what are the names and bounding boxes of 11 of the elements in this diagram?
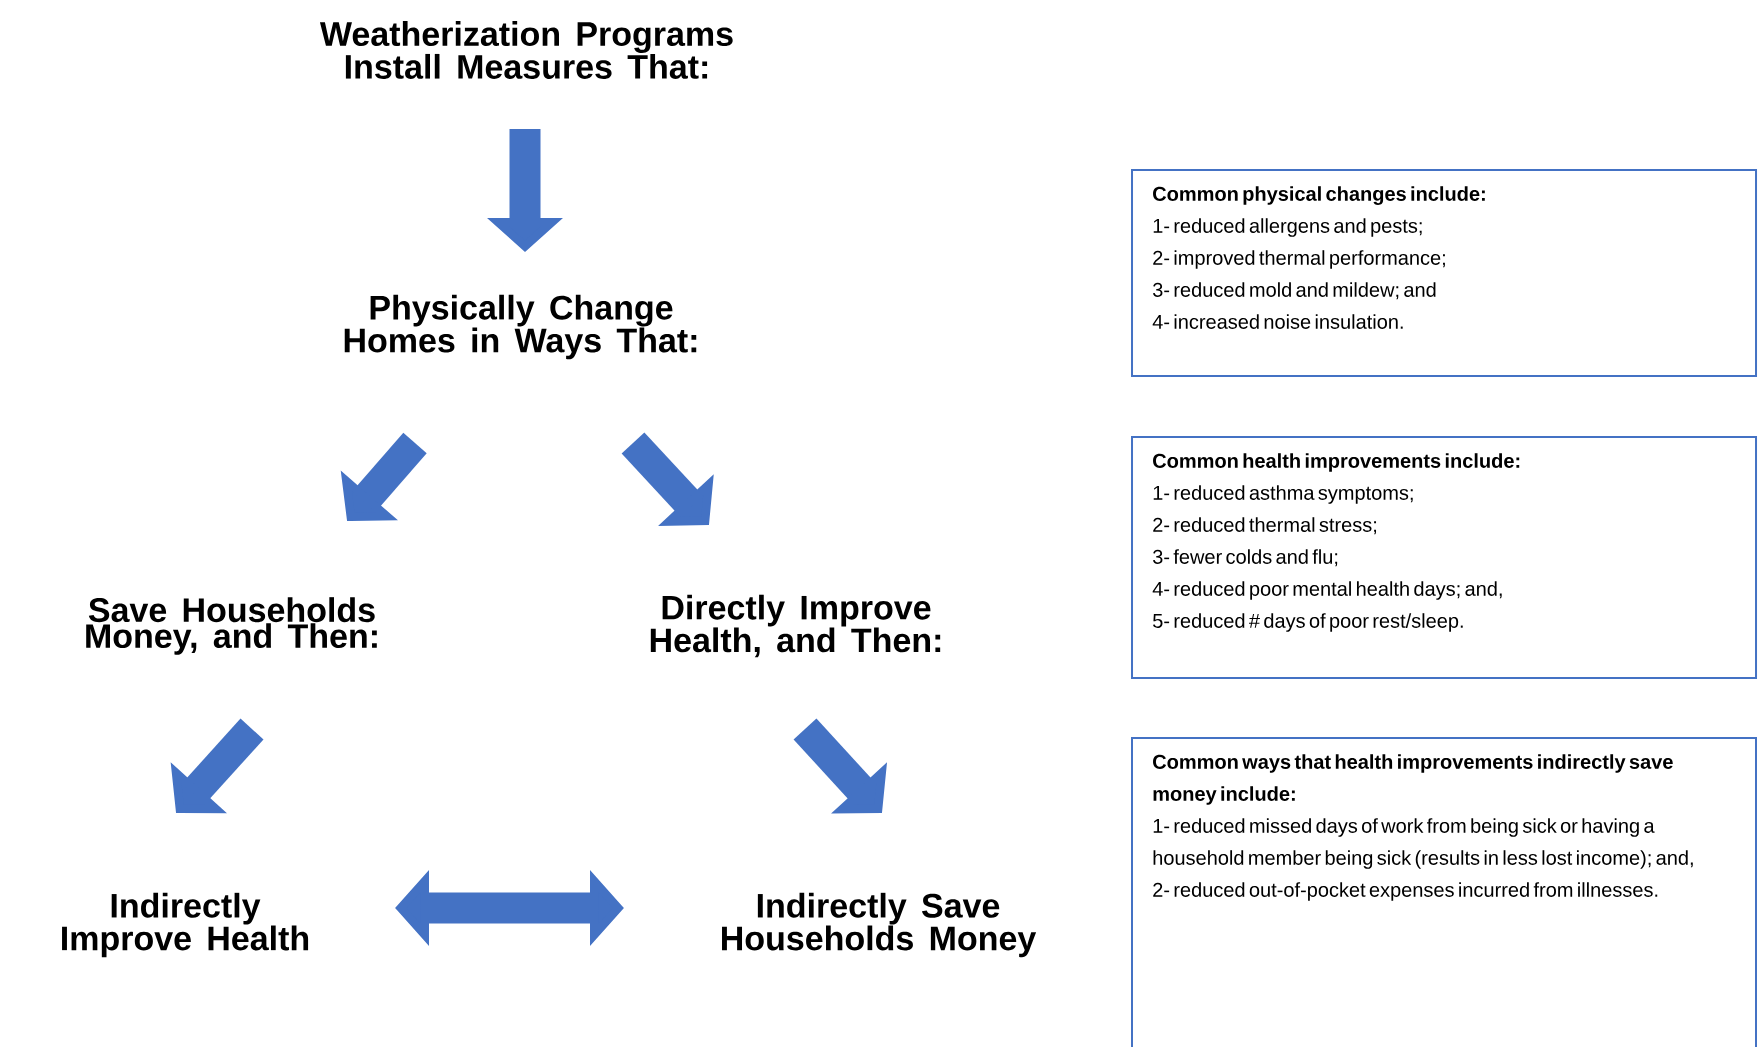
step-text: Directly Improve Health, and Then: (650, 594, 941, 658)
step-text: Indirectly Improve Health (62, 892, 309, 958)
step-text: Save Households Money, and Then: (86, 597, 377, 655)
info-box: Common health improvements include: 1- reduced asthma symptoms; 2- reduced thermal stress; 3- fewer colds and flu; 4- reduced poor mental health days; and, 5- reduced # days of poor rest/sleep. (1131, 436, 1757, 679)
info-box: Common ways that health improvements indirectly save money include: 1- reduced missed days of work from being sick or having a household member being sick (results in less lost income); and, 2- reduced out-of-pocket expenses incurred from illnesses. (1131, 737, 1757, 1047)
block-arrow (621, 432, 714, 526)
step-text: Weatherization Programs Install Measures That: (319, 21, 733, 79)
info-box: Common physical changes include: 1- reduced allergens and pests; 2- improved thermal performance; 3- reduced mold and mildew; and 4- increased noise insulation. (1131, 169, 1757, 377)
step-text: Physically Change Homes in Ways That: (344, 294, 697, 360)
block-arrow (793, 718, 888, 814)
step-text: Indirectly Save Households Money (722, 892, 1037, 958)
